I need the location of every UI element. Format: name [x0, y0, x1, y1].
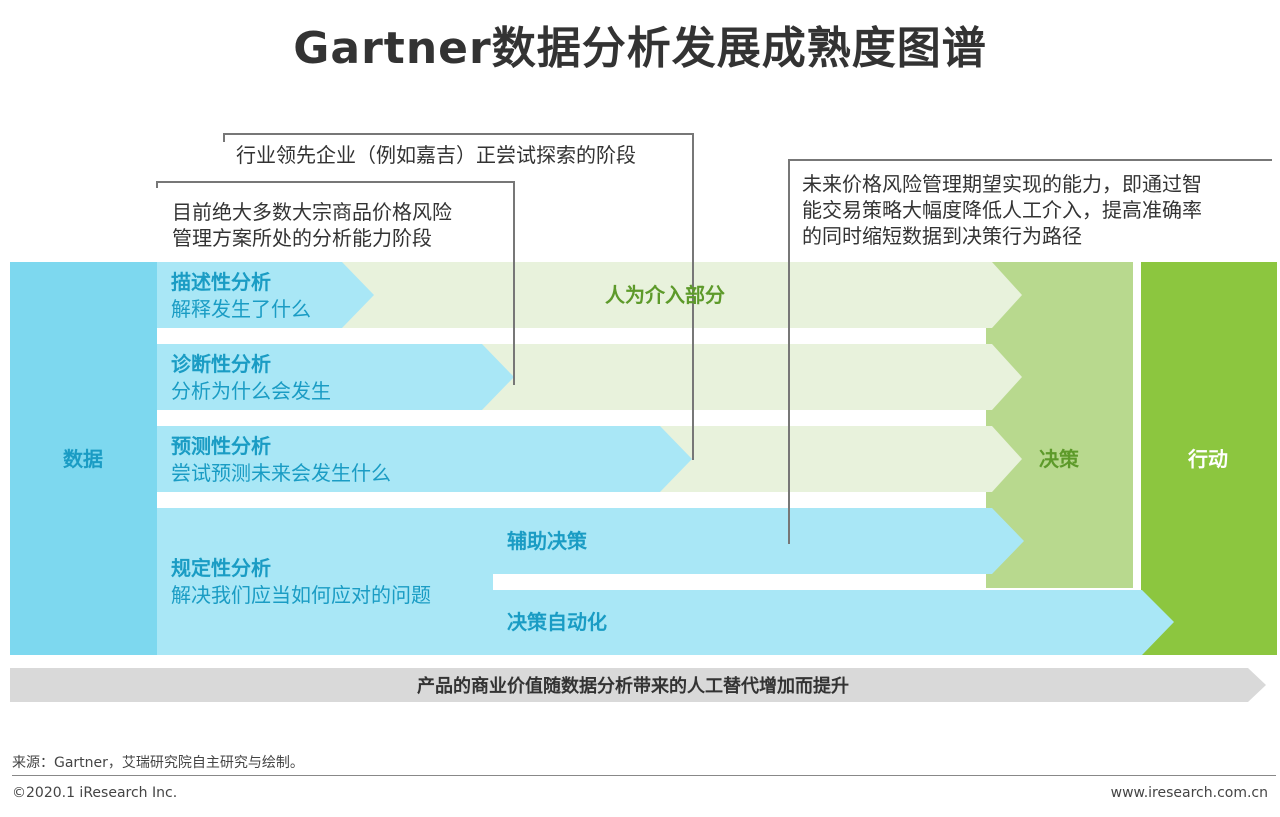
action-block	[1141, 262, 1277, 655]
leader-stage-note: 行业领先企业（例如嘉吉）正尝试探索的阶段	[236, 142, 636, 168]
row-name-prescriptive: 规定性分析	[171, 556, 271, 580]
human-arrow-2	[480, 344, 1022, 410]
assist-decision-label: 辅助决策	[507, 529, 588, 553]
row-arrow-predictive	[157, 426, 692, 492]
leader-stage-bracket	[223, 133, 694, 460]
human-arrow-1	[340, 262, 1022, 328]
future-stage-note: 未来价格风险管理期望实现的能力，即通过智 能交易策略大幅度降低人工介入，提高准确…	[802, 171, 1202, 249]
human-part-label: 人为介入部分	[605, 283, 725, 307]
row-desc-descriptive: 解释发生了什么	[171, 297, 311, 321]
assist-decision-arrow	[493, 508, 1024, 574]
row-arrow-descriptive	[157, 262, 374, 328]
page-title: Gartner数据分析发展成熟度图谱	[293, 23, 987, 74]
value-arrow-label: 产品的商业价值随数据分析带来的人工替代增加而提升	[417, 675, 849, 697]
data-label: 数据	[63, 447, 103, 471]
current-stage-bracket	[156, 181, 515, 385]
value-arrow	[10, 668, 1266, 702]
decision-label: 决策	[1039, 447, 1080, 471]
current-stage-note: 目前绝大多数大宗商品价格风险 管理方案所处的分析能力阶段	[172, 199, 452, 251]
row-arrow-diagnostic	[157, 344, 514, 410]
row-desc-prescriptive: 解决我们应当如何应对的问题	[171, 583, 431, 607]
copyright: ©2020.1 iResearch Inc.	[12, 785, 178, 801]
row-name-predictive: 预测性分析	[171, 434, 271, 458]
auto-decision-arrow	[493, 590, 1174, 655]
row-name-descriptive: 描述性分析	[171, 270, 271, 294]
row-desc-predictive: 尝试预测未来会发生什么	[171, 461, 391, 485]
future-stage-bracket	[788, 159, 1272, 544]
row-desc-diagnostic: 分析为什么会发生	[171, 379, 331, 403]
data-block	[10, 262, 157, 655]
row-name-diagnostic: 诊断性分析	[171, 352, 271, 376]
row-block-prescriptive	[157, 508, 493, 655]
source-note: 来源：Gartner，艾瑞研究院自主研究与绘制。	[12, 755, 304, 771]
human-arrow-3	[658, 426, 1022, 492]
site-url: www.iresearch.com.cn	[1110, 785, 1268, 801]
action-label: 行动	[1187, 447, 1228, 471]
footer-divider	[12, 775, 1276, 776]
auto-decision-label: 决策自动化	[507, 610, 607, 634]
